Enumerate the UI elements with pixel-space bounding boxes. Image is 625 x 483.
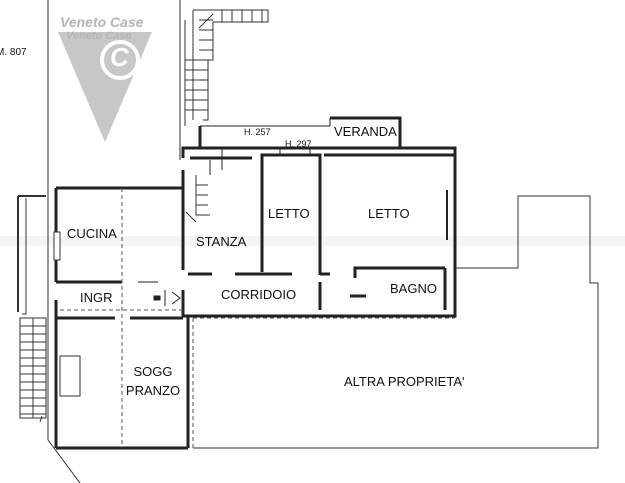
left-staircase [17,195,47,423]
room-label-stanza: STANZA [196,234,247,249]
boundary-line [47,439,81,483]
room-label-soggiorno: SOGG PRANZO [125,364,181,398]
height-label: H. 297 [285,139,312,149]
scan-band [0,236,625,246]
watermark-logo [58,32,152,142]
site-height-label: M. 807 [0,47,27,58]
dashed-lines [60,188,455,448]
watermark-subtitle: Veneto Case [66,30,132,42]
room-label-bagno: BAGNO [390,281,437,296]
room-label-ingresso: INGR [80,290,113,305]
room-label-letto: LETTO [268,206,310,221]
left-block-walls [54,186,190,450]
room-label-cucina: CUCINA [67,226,117,241]
neighbour-outline [193,195,599,449]
upper-staircase [184,9,269,126]
upper-partitions [188,153,455,310]
height-label: H. 257 [244,127,271,137]
watermark-title: Veneto Case [60,14,144,30]
room-label-letto: LETTO [368,206,410,221]
room-label-altra-proprieta: ALTRA PROPRIETA' [344,374,465,389]
window [53,231,61,261]
room-label-veranda: VERANDA [334,124,397,139]
veranda-walls [198,116,402,155]
watermark-letter: C [110,42,129,72]
inner-steps [185,175,210,223]
room-label-corridoio: CORRIDOIO [221,287,297,302]
entrance-marks [153,290,181,306]
fireplace [59,355,81,397]
